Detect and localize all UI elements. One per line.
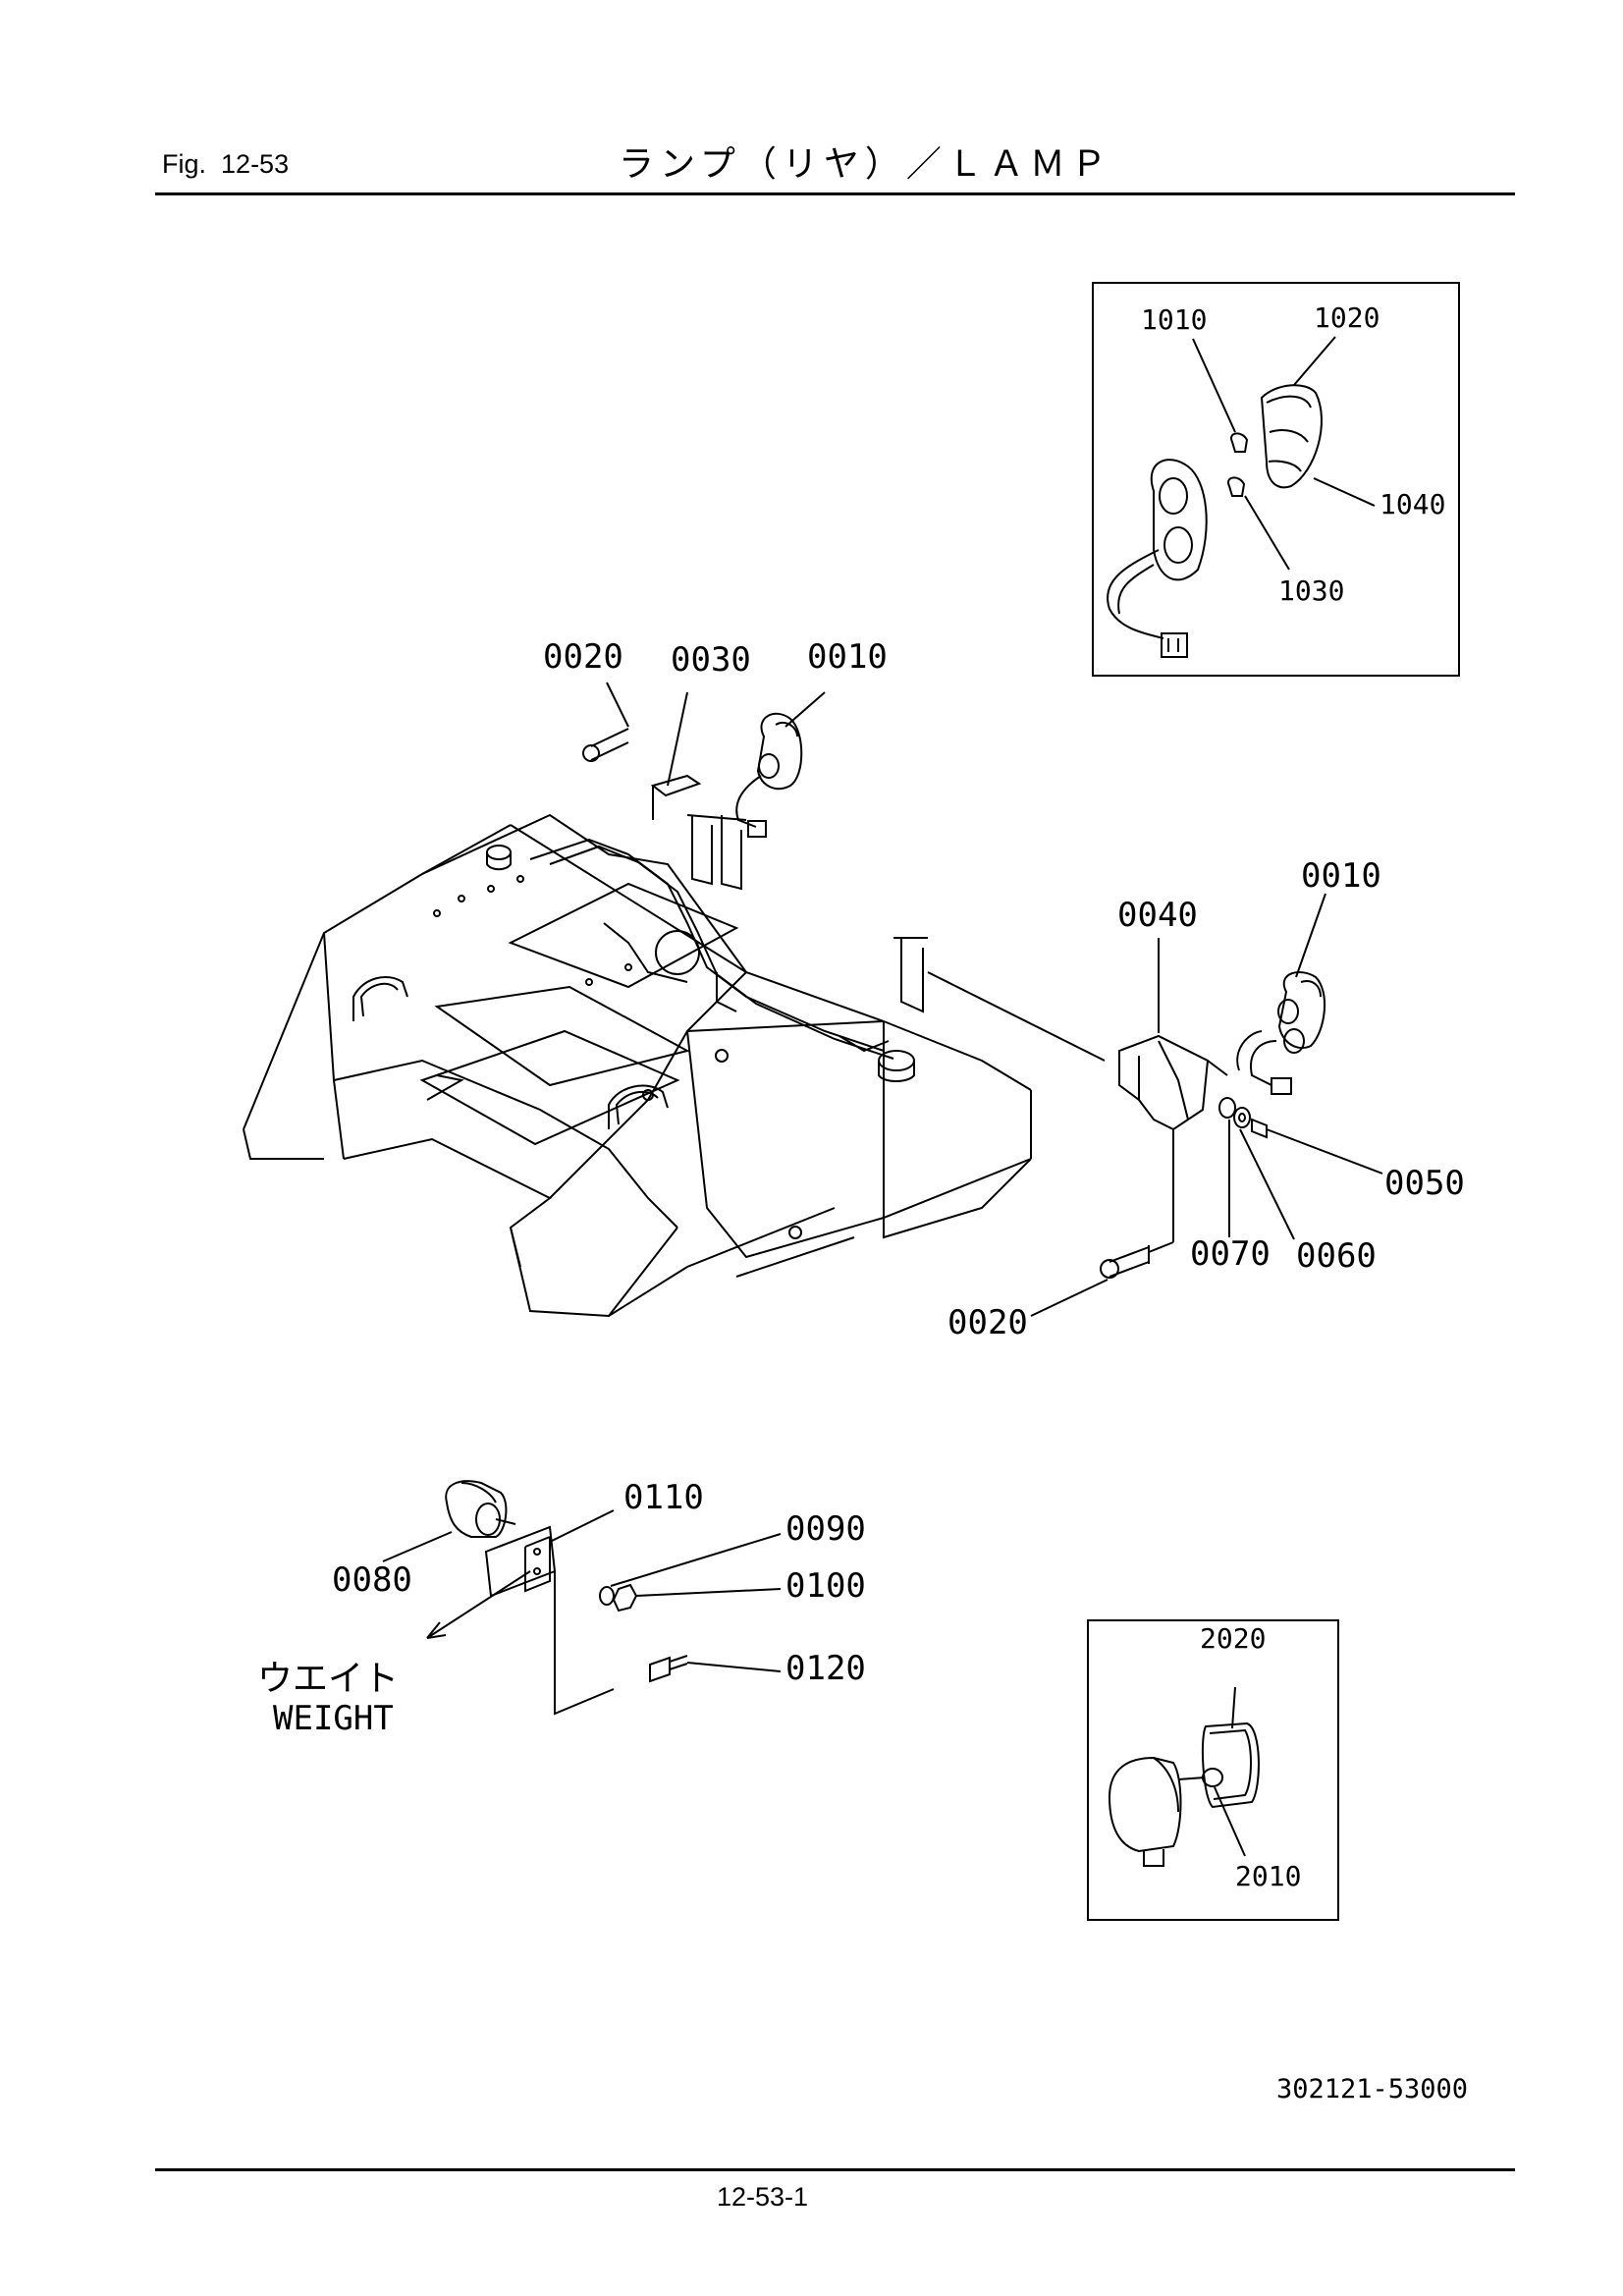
- callout-0010-upper: 0010: [807, 637, 888, 677]
- drawing-number: 302121-53000: [1276, 2074, 1469, 2105]
- callout-0080: 0080: [332, 1560, 412, 1600]
- callout-0100: 0100: [785, 1566, 866, 1606]
- callout-0050: 0050: [1384, 1164, 1465, 1203]
- callout-0120: 0120: [785, 1649, 866, 1688]
- footer-rule: [155, 2168, 1515, 2171]
- inset-work-lamp-detail: [1087, 1619, 1339, 1921]
- callout-0040: 0040: [1117, 896, 1198, 935]
- callout-1030: 1030: [1278, 574, 1345, 607]
- callout-1020: 1020: [1314, 301, 1380, 334]
- callout-2010: 2010: [1235, 1860, 1302, 1892]
- fig-number: 12-53: [221, 149, 290, 179]
- page-number: 12-53-1: [717, 2182, 809, 2212]
- callout-2020: 2020: [1200, 1622, 1267, 1655]
- weight-label-en: WEIGHT: [273, 1699, 394, 1738]
- callout-0090: 0090: [785, 1509, 866, 1549]
- callout-0070: 0070: [1190, 1234, 1271, 1274]
- header-rule: [155, 192, 1515, 195]
- right-lamp-assembly: [1030, 893, 1383, 1317]
- machine-body: [243, 682, 1106, 1318]
- callout-1010: 1010: [1141, 303, 1208, 336]
- callout-1040: 1040: [1380, 488, 1446, 520]
- figure-label: Fig. 12-53: [162, 149, 289, 180]
- weight-lamp-assembly: [382, 1480, 782, 1716]
- callout-0110: 0110: [623, 1478, 704, 1517]
- callout-0030: 0030: [671, 640, 751, 680]
- weight-label-jp: ウエイト: [257, 1659, 400, 1699]
- fig-prefix: Fig.: [162, 149, 207, 179]
- callout-0010-right: 0010: [1301, 856, 1381, 896]
- inset-lamp-detail: [1092, 282, 1460, 677]
- page-title: ランプ（リヤ）／ＬＡＭＰ: [619, 144, 1112, 185]
- callout-0060: 0060: [1296, 1236, 1377, 1276]
- callout-0020-upper: 0020: [543, 637, 623, 677]
- callout-0020-lower: 0020: [947, 1303, 1028, 1342]
